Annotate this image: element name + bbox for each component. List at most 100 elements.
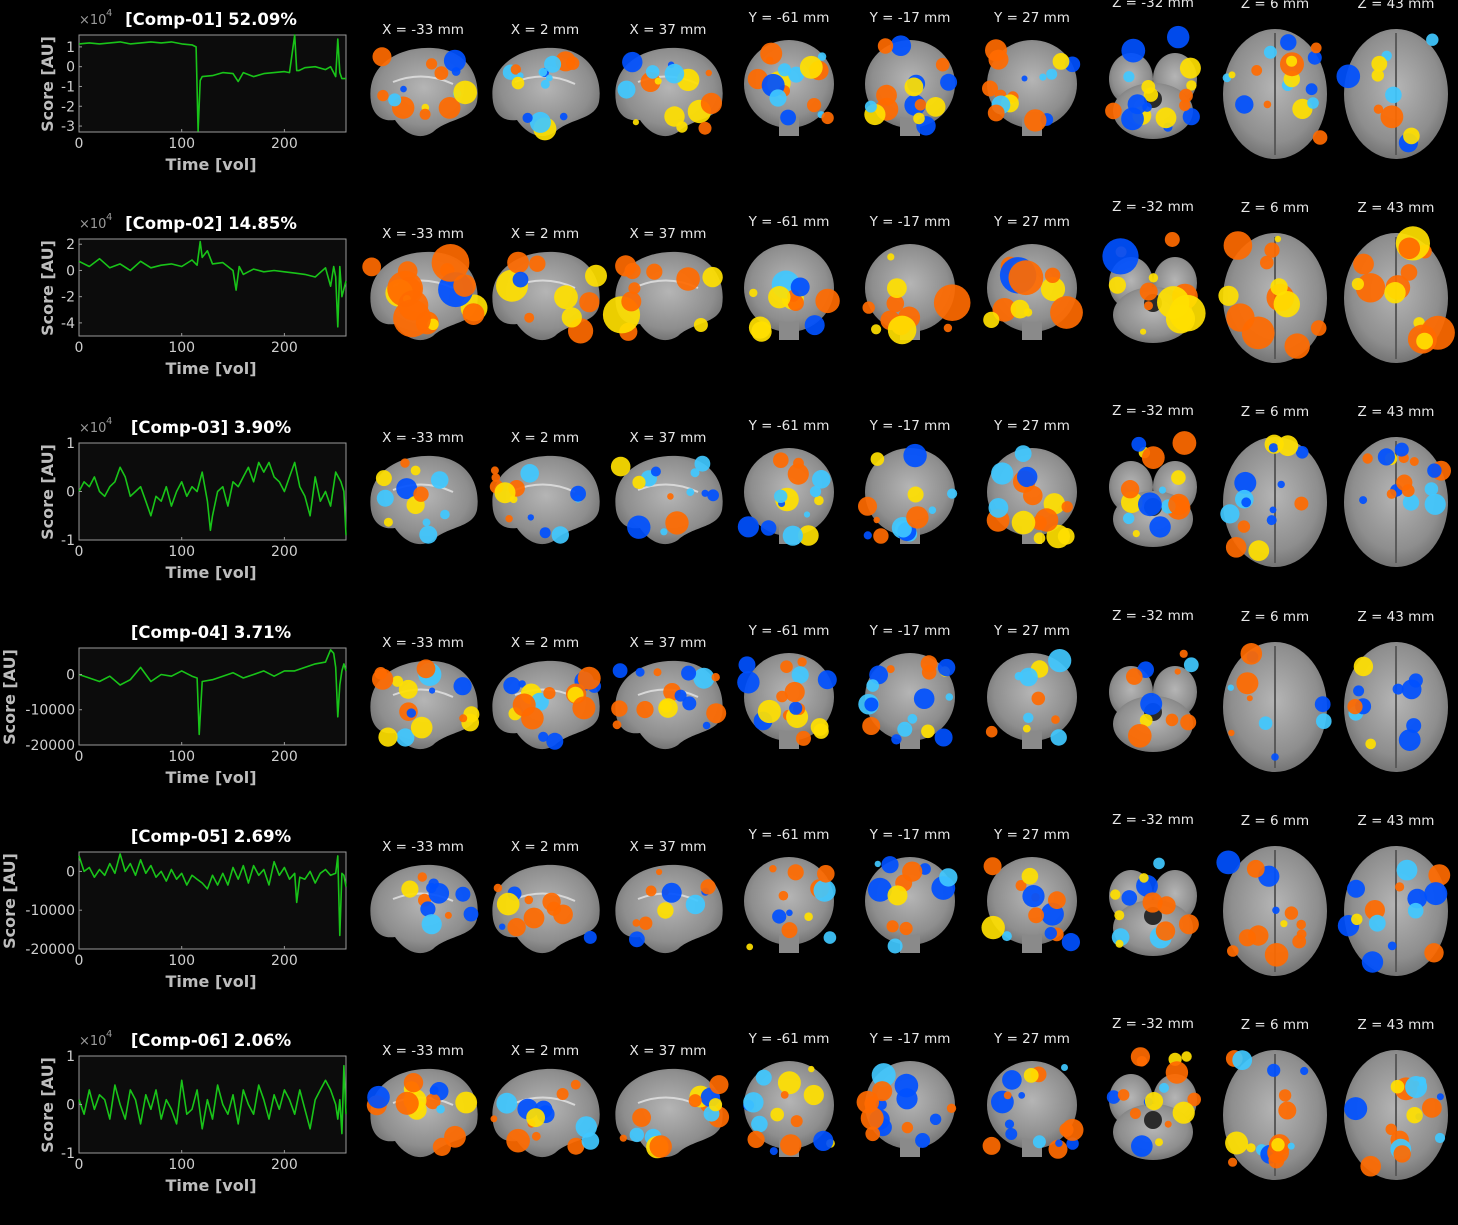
negative-activation-blob: [1159, 1082, 1169, 1093]
negative-activation-blob: [1050, 728, 1067, 746]
negative-activation-blob: [1123, 71, 1135, 83]
positive-activation-blob: [1360, 1155, 1381, 1177]
negative-activation-blob: [1434, 1132, 1446, 1144]
negative-activation-blob: [453, 676, 472, 695]
negative-activation-blob: [538, 731, 549, 742]
brain-slice-z-1: Z = -32 mm: [1106, 1016, 1201, 1160]
positive-activation-blob: [453, 274, 476, 298]
score-line: [78, 34, 346, 132]
plot-area: [78, 647, 347, 746]
positive-activation-blob: [377, 89, 389, 102]
positive-activation-blob: [676, 121, 688, 133]
positive-activation-blob: [585, 264, 607, 287]
positive-activation-blob: [1139, 872, 1149, 883]
negative-activation-blob: [874, 860, 881, 867]
positive-activation-blob: [1040, 277, 1066, 302]
negative-activation-blob: [907, 713, 918, 724]
negative-activation-blob: [945, 692, 954, 701]
x-tick-label: 200: [271, 544, 298, 560]
slice-coordinate-label: Y = 27 mm: [993, 418, 1070, 434]
x-tick-label: 100: [168, 1157, 195, 1173]
coronal-brain: [865, 244, 955, 333]
positive-activation-blob: [751, 321, 772, 342]
y-multiplier: ×10: [79, 421, 106, 436]
negative-activation-blob: [701, 490, 709, 498]
positive-activation-blob: [1225, 1131, 1249, 1155]
positive-activation-blob: [887, 885, 908, 906]
positive-activation-blob: [646, 263, 663, 280]
slice-coordinate-label: Z = 6 mm: [1241, 1017, 1309, 1033]
y-axis-label: Score [AU]: [0, 649, 19, 745]
negative-activation-blob: [645, 65, 660, 79]
negative-activation-blob: [789, 701, 803, 715]
positive-activation-blob: [1268, 1152, 1285, 1169]
y-axis-label: Score [AU]: [38, 444, 57, 540]
negative-activation-blob: [772, 909, 787, 924]
slice-coordinate-label: X = 2 mm: [511, 635, 579, 651]
positive-activation-blob: [1180, 713, 1197, 730]
brain-slice-x-1: X = -33 mm: [370, 22, 478, 137]
positive-activation-blob: [494, 482, 516, 504]
x-tick-label: 200: [271, 1157, 298, 1173]
negative-activation-blob: [443, 49, 466, 72]
positive-activation-blob: [1424, 942, 1444, 963]
slice-coordinate-label: Y = -61 mm: [748, 10, 830, 26]
negative-activation-blob: [1377, 448, 1395, 466]
positive-activation-blob: [790, 1115, 803, 1128]
positive-activation-blob: [1292, 934, 1307, 949]
slice-coordinate-label: Z = -32 mm: [1112, 1016, 1194, 1032]
negative-activation-blob: [864, 697, 879, 712]
positive-activation-blob: [410, 465, 421, 476]
negative-activation-blob: [1183, 656, 1199, 672]
positive-activation-blob: [1246, 694, 1253, 701]
negative-activation-blob: [937, 658, 956, 676]
positive-activation-blob: [1240, 642, 1263, 665]
negative-activation-blob: [812, 470, 831, 489]
positive-activation-blob: [935, 57, 950, 72]
positive-activation-blob: [506, 1128, 530, 1153]
negative-activation-blob: [939, 867, 958, 887]
negative-activation-blob: [1269, 506, 1277, 514]
positive-activation-blob: [1284, 333, 1310, 359]
positive-activation-blob: [529, 255, 546, 273]
y-multiplier: ×10: [79, 217, 106, 232]
positive-activation-blob: [524, 312, 535, 323]
negative-activation-blob: [617, 80, 636, 99]
negative-activation-blob: [1361, 951, 1384, 973]
y-tick-label: 1: [66, 1049, 75, 1065]
positive-activation-blob: [1312, 130, 1328, 145]
positive-activation-blob: [1144, 1092, 1164, 1111]
positive-activation-blob: [615, 255, 637, 277]
brain-slice-x-1: X = -33 mm: [362, 226, 488, 341]
brain-slice-x-3: X = 37 mm: [615, 1043, 730, 1159]
brain-slice-y-3: Y = 27 mm: [983, 214, 1083, 341]
positive-activation-blob: [413, 486, 429, 503]
negative-activation-blob: [1426, 33, 1439, 46]
y-tick-label: -2: [61, 99, 75, 115]
brain-slice-y-1: Y = -61 mm: [744, 214, 840, 342]
positive-activation-blob: [667, 493, 674, 501]
negative-activation-blob: [1359, 496, 1368, 505]
negative-activation-blob: [934, 728, 953, 747]
y-multiplier: ×10: [79, 13, 106, 28]
positive-activation-blob: [1136, 1056, 1148, 1067]
positive-activation-blob: [902, 861, 923, 882]
negative-activation-blob: [551, 526, 569, 545]
positive-activation-blob: [425, 1093, 441, 1110]
positive-activation-blob: [858, 497, 877, 517]
positive-activation-blob: [862, 301, 875, 314]
positive-activation-blob: [798, 525, 819, 547]
positive-activation-blob: [1260, 255, 1274, 270]
positive-activation-blob: [886, 294, 905, 313]
negative-activation-blob: [791, 665, 809, 684]
negative-activation-blob: [396, 727, 415, 747]
positive-activation-blob: [705, 69, 712, 77]
positive-activation-blob: [1296, 919, 1306, 930]
negative-activation-blob: [1232, 1050, 1253, 1070]
positive-activation-blob: [1310, 42, 1322, 54]
positive-activation-blob: [887, 278, 907, 299]
negative-activation-blob: [544, 55, 562, 73]
x-tick-label: 100: [168, 544, 195, 560]
negative-activation-blob: [1102, 238, 1139, 275]
